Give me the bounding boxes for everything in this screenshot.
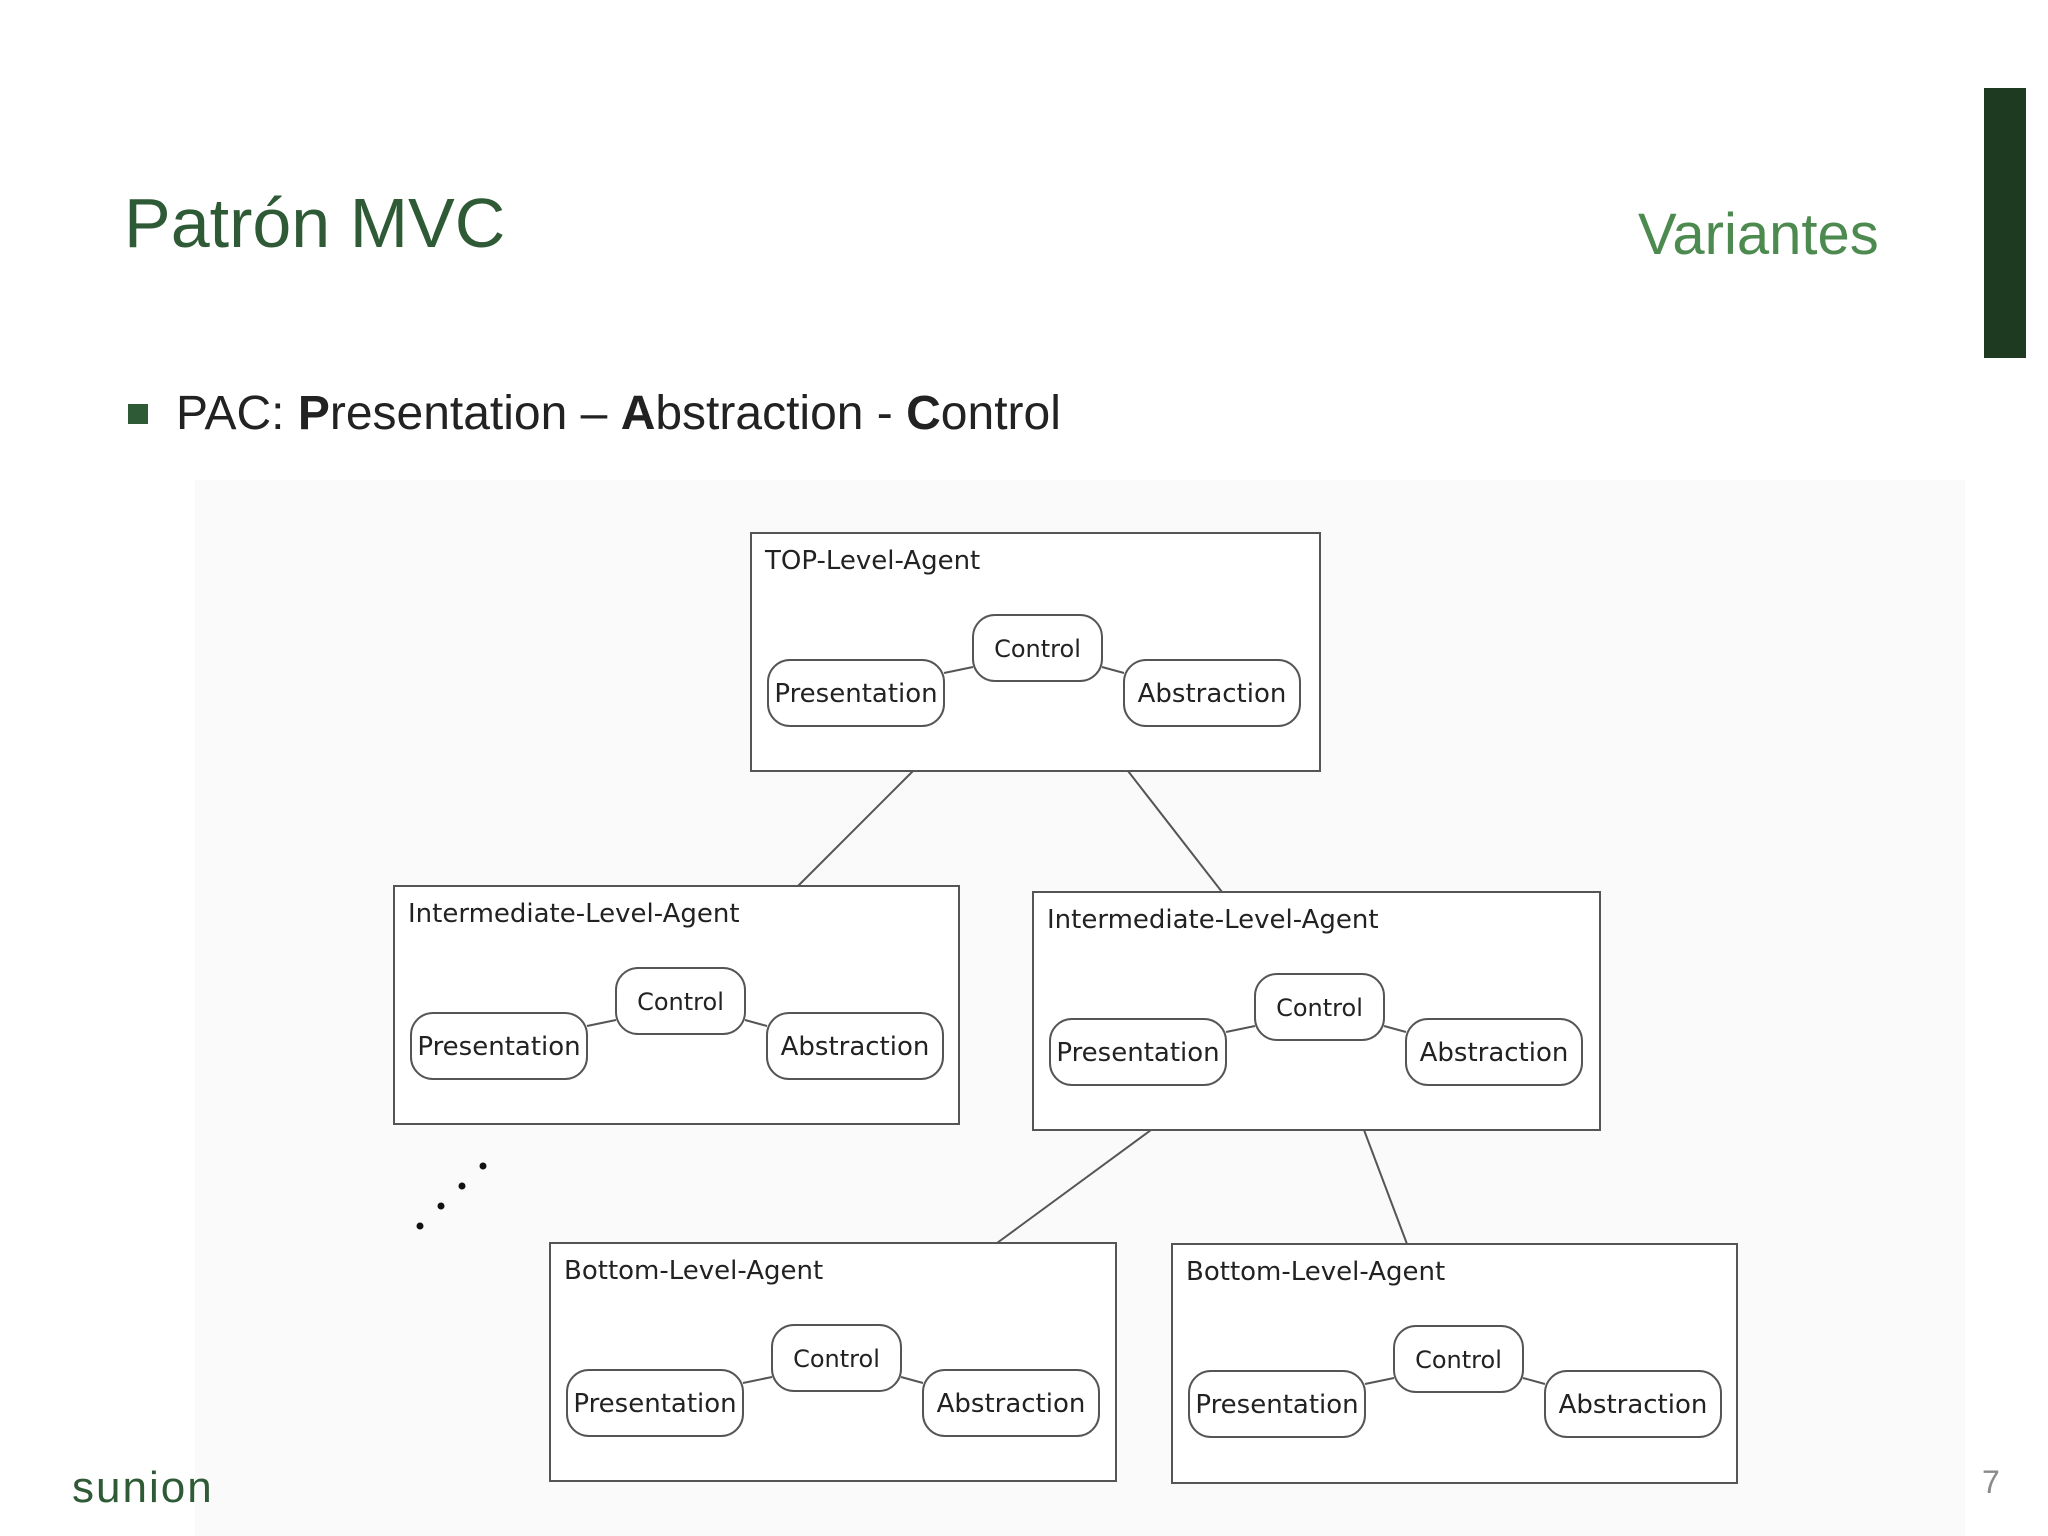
company-logo: sunion (72, 1463, 214, 1512)
node-link-presentation-control (943, 666, 974, 674)
presentation-node (1188, 1370, 1366, 1438)
bullet-a-rest: bstraction - (655, 387, 907, 440)
agent-box-mid1: Intermediate-Level-AgentControlPresentat… (393, 885, 960, 1125)
node-link-control-abstraction (1522, 1377, 1546, 1385)
node-link-control-abstraction (1383, 1025, 1407, 1033)
abstraction-node-label: Abstraction (1420, 1038, 1569, 1068)
ellipsis-dots (416, 1162, 487, 1230)
presentation-node-label: Presentation (774, 679, 937, 709)
node-link-presentation-control (586, 1019, 617, 1027)
agent-label: Bottom-Level-Agent (1186, 1257, 1445, 1287)
agent-box-mid2: Intermediate-Level-AgentControlPresentat… (1032, 891, 1601, 1131)
node-link-presentation-control (742, 1376, 773, 1384)
bullet-p-bold: P (297, 387, 330, 440)
presentation-node (767, 659, 945, 727)
control-node-label: Control (1276, 994, 1363, 1022)
bullet-c-bold: C (906, 387, 941, 440)
connection-mid2-bot2 (1363, 1129, 1408, 1245)
presentation-node (566, 1369, 744, 1437)
agent-label: Intermediate-Level-Agent (1047, 905, 1379, 935)
control-node (1254, 973, 1385, 1041)
node-link-control-abstraction (1101, 666, 1125, 674)
presentation-node (1049, 1018, 1227, 1086)
page-number: 7 (1982, 1464, 2000, 1500)
control-node-label: Control (793, 1345, 880, 1373)
control-node-label: Control (994, 635, 1081, 663)
control-node-label: Control (637, 988, 724, 1016)
presentation-node (410, 1012, 588, 1080)
connection-top-mid2 (1127, 770, 1223, 893)
bullet-a-bold: A (620, 387, 656, 440)
abstraction-node-label: Abstraction (1559, 1390, 1708, 1420)
agent-label: Intermediate-Level-Agent (408, 899, 740, 929)
agent-label: Bottom-Level-Agent (564, 1256, 823, 1286)
presentation-node-label: Presentation (417, 1032, 580, 1062)
section-title: Variantes (1638, 202, 1879, 267)
node-link-control-abstraction (744, 1019, 768, 1027)
connection-mid2-bot1 (996, 1129, 1152, 1244)
node-link-presentation-control (1225, 1025, 1256, 1033)
abstraction-node (766, 1012, 944, 1080)
bullet-item: PAC: Presentation – Abstraction - Contro… (176, 390, 1061, 438)
presentation-node-label: Presentation (1056, 1038, 1219, 1068)
presentation-node-label: Presentation (1195, 1390, 1358, 1420)
node-link-presentation-control (1364, 1377, 1395, 1385)
agent-label: TOP-Level-Agent (764, 546, 980, 576)
control-node (771, 1324, 902, 1392)
abstraction-node-label: Abstraction (937, 1389, 1086, 1419)
control-node (1393, 1325, 1524, 1393)
bullet-marker (128, 404, 148, 424)
abstraction-node (1544, 1370, 1722, 1438)
abstraction-node (1405, 1018, 1583, 1086)
abstraction-node-label: Abstraction (781, 1032, 930, 1062)
bullet-p-rest: resentation – (329, 387, 621, 440)
connection-top-mid1 (797, 770, 914, 887)
abstraction-node (1123, 659, 1301, 727)
abstraction-node-label: Abstraction (1138, 679, 1287, 709)
control-node (615, 967, 746, 1035)
presentation-node-label: Presentation (573, 1389, 736, 1419)
accent-bar (1984, 88, 2026, 358)
bullet-prefix: PAC: (176, 387, 298, 440)
node-link-control-abstraction (900, 1376, 924, 1384)
slide-title: Patrón MVC (124, 184, 506, 262)
connection-lines (797, 770, 1408, 1245)
control-node-label: Control (1415, 1346, 1502, 1374)
abstraction-node (922, 1369, 1100, 1437)
control-node (972, 614, 1103, 682)
bullet-c-rest: ontrol (940, 387, 1061, 440)
